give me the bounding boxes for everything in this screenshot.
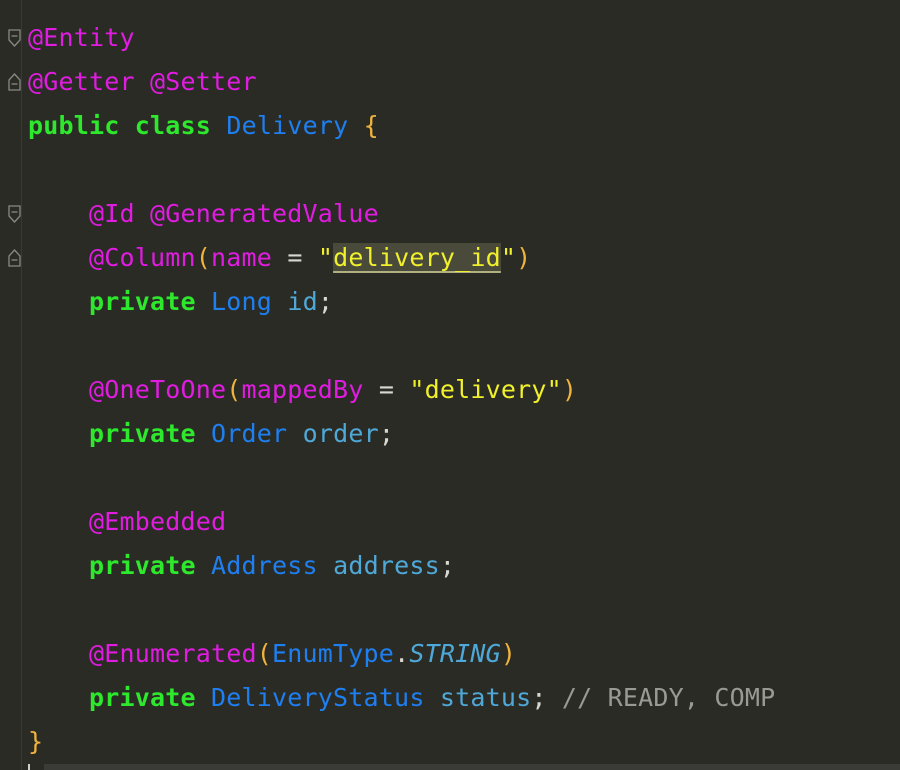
code-line[interactable] bbox=[28, 324, 900, 368]
code-line[interactable]: private Long id; bbox=[28, 280, 900, 324]
code-line[interactable] bbox=[28, 148, 900, 192]
code-token bbox=[28, 683, 89, 712]
code-token: ; bbox=[439, 551, 456, 580]
code-token: private bbox=[89, 551, 196, 580]
code-line[interactable]: @Column(name = "delivery_id") bbox=[28, 236, 900, 280]
code-token: } bbox=[28, 727, 44, 756]
gutter-divider bbox=[21, 0, 22, 770]
code-token: @Setter bbox=[150, 67, 257, 96]
code-token: " bbox=[500, 243, 517, 272]
code-token: ( bbox=[256, 639, 273, 668]
code-token: ; bbox=[317, 287, 334, 316]
code-token: ( bbox=[226, 375, 242, 404]
code-line[interactable]: @OneToOne(mappedBy = "delivery") bbox=[28, 368, 900, 412]
code-token: "delivery" bbox=[409, 375, 562, 404]
code-token bbox=[28, 551, 89, 580]
code-token: STRING bbox=[409, 639, 501, 668]
code-token: ; bbox=[531, 683, 562, 712]
code-line[interactable]: @Getter @Setter bbox=[28, 60, 900, 104]
code-line[interactable]: @Enumerated(EnumType.STRING) bbox=[28, 632, 900, 676]
code-token: private bbox=[89, 287, 196, 316]
code-token: public bbox=[28, 111, 120, 140]
code-token: @Entity bbox=[28, 23, 135, 52]
code-token bbox=[425, 683, 440, 712]
fold-open-icon[interactable] bbox=[8, 205, 21, 223]
code-token: ( bbox=[195, 243, 212, 272]
code-line[interactable]: private Address address; bbox=[28, 544, 900, 588]
editor-gutter bbox=[0, 0, 22, 770]
code-token bbox=[318, 551, 333, 580]
code-token: ) bbox=[500, 639, 517, 668]
code-token bbox=[28, 375, 89, 404]
code-token: Delivery bbox=[226, 111, 349, 140]
code-line[interactable]: private Order order; bbox=[28, 412, 900, 456]
code-token: Long bbox=[211, 287, 273, 316]
code-token: @Id bbox=[89, 199, 135, 228]
code-token: @Column bbox=[89, 243, 196, 272]
code-token: @Enumerated bbox=[89, 639, 257, 668]
horizontal-scrollbar[interactable] bbox=[44, 764, 900, 770]
code-token bbox=[28, 639, 89, 668]
code-token: EnumType bbox=[272, 639, 395, 668]
code-line[interactable]: @Embedded bbox=[28, 500, 900, 544]
code-token: ) bbox=[561, 375, 578, 404]
code-token bbox=[196, 287, 211, 316]
code-line[interactable]: private DeliveryStatus status; // READY,… bbox=[28, 676, 900, 720]
code-token bbox=[135, 199, 150, 228]
code-token: @Embedded bbox=[89, 507, 227, 536]
code-token: mappedBy bbox=[241, 375, 364, 404]
code-token bbox=[348, 111, 363, 140]
code-line[interactable] bbox=[28, 588, 900, 632]
code-token: delivery_id bbox=[333, 243, 501, 272]
text-caret bbox=[28, 764, 30, 770]
code-token bbox=[28, 419, 89, 448]
code-token bbox=[196, 419, 211, 448]
code-token: { bbox=[363, 111, 379, 140]
fold-open-icon[interactable] bbox=[8, 29, 21, 47]
code-token: private bbox=[89, 683, 196, 712]
code-token: . bbox=[394, 639, 410, 668]
fold-close-icon[interactable] bbox=[8, 249, 21, 267]
code-token bbox=[120, 111, 135, 140]
code-token: private bbox=[89, 419, 196, 448]
code-token: @OneToOne bbox=[89, 375, 227, 404]
code-token: class bbox=[134, 111, 212, 140]
code-token: ) bbox=[516, 243, 532, 272]
code-token bbox=[196, 683, 211, 712]
code-line[interactable]: @Id @GeneratedValue bbox=[28, 192, 900, 236]
code-token: " bbox=[317, 243, 334, 272]
code-token bbox=[287, 419, 302, 448]
code-token: @GeneratedValue bbox=[150, 199, 379, 228]
code-token bbox=[28, 243, 89, 272]
code-line[interactable]: } bbox=[28, 720, 900, 764]
fold-close-icon[interactable] bbox=[8, 73, 21, 91]
code-token: ; bbox=[378, 419, 395, 448]
code-token: // READY, COMP bbox=[561, 683, 776, 712]
code-token: order bbox=[302, 419, 379, 448]
code-token bbox=[272, 287, 287, 316]
code-token: Address bbox=[211, 551, 318, 580]
code-line[interactable]: public class Delivery { bbox=[28, 104, 900, 148]
code-token bbox=[28, 199, 89, 228]
code-token: Order bbox=[211, 419, 288, 448]
code-token: @Getter bbox=[28, 67, 135, 96]
code-token bbox=[135, 67, 150, 96]
code-token: address bbox=[333, 551, 440, 580]
code-token: = bbox=[363, 375, 410, 404]
code-line[interactable] bbox=[28, 456, 900, 500]
code-token bbox=[196, 551, 211, 580]
code-token: id bbox=[287, 287, 318, 316]
code-token: = bbox=[272, 243, 318, 272]
code-token bbox=[28, 287, 89, 316]
code-token: status bbox=[439, 683, 532, 712]
code-token bbox=[211, 111, 226, 140]
code-token: DeliveryStatus bbox=[211, 683, 425, 712]
code-token: name bbox=[211, 243, 273, 272]
code-line[interactable]: @Entity bbox=[28, 16, 900, 60]
code-token bbox=[28, 507, 89, 536]
